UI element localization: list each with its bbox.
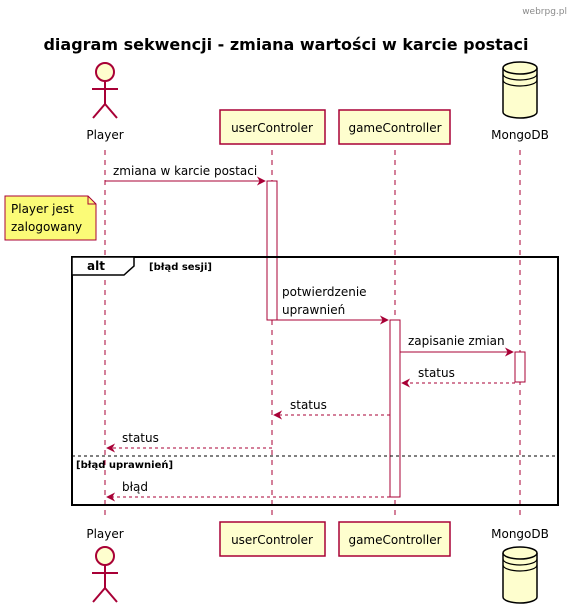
participant-player-bottom: Player: [86, 527, 124, 603]
participant-usercontroler-top: userControler: [219, 109, 326, 145]
participant-mongodb-bottom: MongoDB: [491, 527, 549, 604]
message-2-label-1: potwierdzenie: [282, 285, 367, 299]
player-label-bottom: Player: [86, 527, 123, 541]
mongodb-label-top: MongoDB: [491, 128, 549, 142]
message-7: błąd: [106, 480, 390, 502]
mongodb-label-bottom: MongoDB: [491, 527, 549, 541]
message-5: status: [273, 398, 390, 420]
gamecontroller-label-top: gameController: [348, 121, 441, 135]
participant-player-top: Player: [86, 62, 124, 142]
note-line-1: Player jest: [11, 202, 74, 216]
diagram-title: diagram sekwencji - zmiana wartości w ka…: [43, 35, 528, 54]
alt-guard-2: [błąd uprawnień]: [76, 459, 173, 471]
participant-gamecontroller-bottom: gameController: [338, 521, 451, 557]
player-label-top: Player: [86, 128, 123, 142]
usercontroler-label-top: userControler: [231, 121, 313, 135]
message-1: zmiana w karcie postaci: [105, 164, 266, 186]
activation-usercontroler: [266, 180, 278, 321]
usercontroler-label-bottom: userControler: [231, 533, 313, 547]
activation-mongodb: [514, 351, 526, 383]
gamecontroller-label-bottom: gameController: [348, 533, 441, 547]
message-5-label: status: [290, 398, 327, 412]
watermark: webrpg.pl: [522, 7, 567, 17]
message-7-label: błąd: [122, 480, 148, 494]
message-3: zapisanie zmian: [400, 334, 514, 357]
participant-gamecontroller-top: gameController: [338, 109, 451, 145]
message-2: potwierdzenie uprawnień: [277, 285, 389, 325]
message-3-label: zapisanie zmian: [408, 334, 505, 348]
note-player-logged: Player jest zalogowany: [4, 195, 97, 241]
participant-usercontroler-bottom: userControler: [219, 521, 326, 557]
message-1-label: zmiana w karcie postaci: [113, 164, 257, 178]
message-4: status: [401, 366, 515, 388]
message-4-label: status: [418, 366, 455, 380]
message-2-label-2: uprawnień: [282, 303, 345, 317]
note-line-2: zalogowany: [11, 220, 82, 234]
alt-keyword: alt: [87, 259, 105, 273]
alt-fragment: alt [błąd sesji] [błąd uprawnień]: [71, 256, 559, 506]
message-6: status: [106, 431, 272, 453]
alt-guard-1: [błąd sesji]: [149, 262, 212, 273]
activation-gamecontroller: [389, 319, 401, 498]
message-6-label: status: [122, 431, 159, 445]
participant-mongodb-top: MongoDB: [491, 61, 549, 142]
